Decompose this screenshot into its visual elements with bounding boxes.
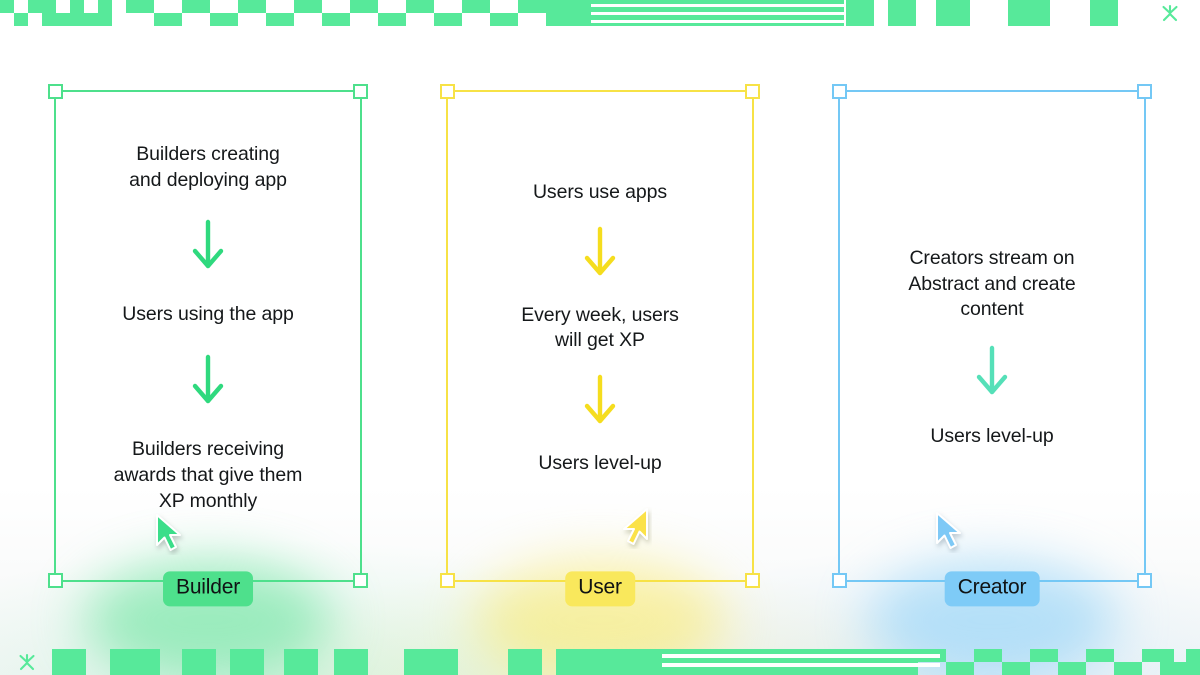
abstract-logo-icon: [19, 653, 35, 671]
step-text: Users use apps: [532, 181, 668, 203]
flow-card-user[interactable]: Users use apps Every week, users will ge…: [440, 84, 760, 675]
resize-handle-top-left[interactable]: [440, 84, 455, 99]
step-text: Builders creating and deploying app: [129, 143, 287, 191]
resize-handle-bottom-left[interactable]: [48, 573, 63, 588]
step-text: Every week, users will get XP: [521, 303, 679, 352]
bottom-pattern-banner: [0, 649, 1200, 675]
card-body-user: Users use apps Every week, users will ge…: [456, 104, 744, 568]
resize-handle-bottom-left[interactable]: [832, 573, 847, 588]
card-frame-right: [1144, 91, 1146, 581]
top-pattern-banner: [0, 0, 1200, 26]
card-frame-left: [54, 91, 56, 581]
step-text: Creators stream on Abstract and create c…: [908, 247, 1076, 321]
card-label-badge-creator[interactable]: Creator: [944, 571, 1040, 607]
card-frame-left: [446, 91, 448, 581]
arrow-down-icon: [975, 345, 1009, 402]
flow-cards-row: Builders creating and deploying app User…: [0, 84, 1200, 675]
top-banner-stripes: [591, 4, 844, 23]
flow-card-creator[interactable]: Creators stream on Abstract and create c…: [832, 84, 1152, 675]
top-banner-blocks: [0, 0, 1118, 26]
bottom-banner-stripes: [662, 654, 940, 667]
arrow-down-icon: [191, 219, 225, 276]
card-frame-right: [752, 91, 754, 581]
resize-handle-top-left[interactable]: [832, 84, 847, 99]
resize-handle-top-right[interactable]: [1137, 84, 1152, 99]
card-label-badge-builder[interactable]: Builder: [163, 571, 253, 607]
step-text: Users level-up: [930, 425, 1054, 448]
arrow-down-icon: [191, 354, 225, 411]
step-text: Users level-up: [538, 452, 662, 475]
resize-handle-bottom-left[interactable]: [440, 573, 455, 588]
card-frame-top: [55, 90, 361, 92]
arrow-down-icon: [583, 374, 617, 431]
card-body-creator: Creators stream on Abstract and create c…: [848, 104, 1136, 568]
card-label-badge-user[interactable]: User: [565, 571, 635, 607]
arrow-down-icon: [583, 226, 617, 283]
card-frame-right: [360, 91, 362, 581]
resize-handle-bottom-right[interactable]: [745, 573, 760, 588]
card-frame-top: [447, 90, 753, 92]
card-frame-left: [838, 91, 840, 581]
resize-handle-bottom-right[interactable]: [353, 573, 368, 588]
step-text: Users using the app: [122, 303, 294, 326]
resize-handle-top-right[interactable]: [745, 84, 760, 99]
resize-handle-bottom-right[interactable]: [1137, 573, 1152, 588]
card-frame-top: [839, 90, 1145, 92]
bottom-banner-blocks: [52, 649, 1200, 675]
abstract-logo-icon: [1162, 4, 1178, 22]
flow-card-builder[interactable]: Builders creating and deploying app User…: [48, 84, 368, 675]
card-body-builder: Builders creating and deploying app User…: [64, 104, 352, 568]
resize-handle-top-left[interactable]: [48, 84, 63, 99]
resize-handle-top-right[interactable]: [353, 84, 368, 99]
step-text: Builders receiving awards that give them…: [113, 438, 303, 512]
